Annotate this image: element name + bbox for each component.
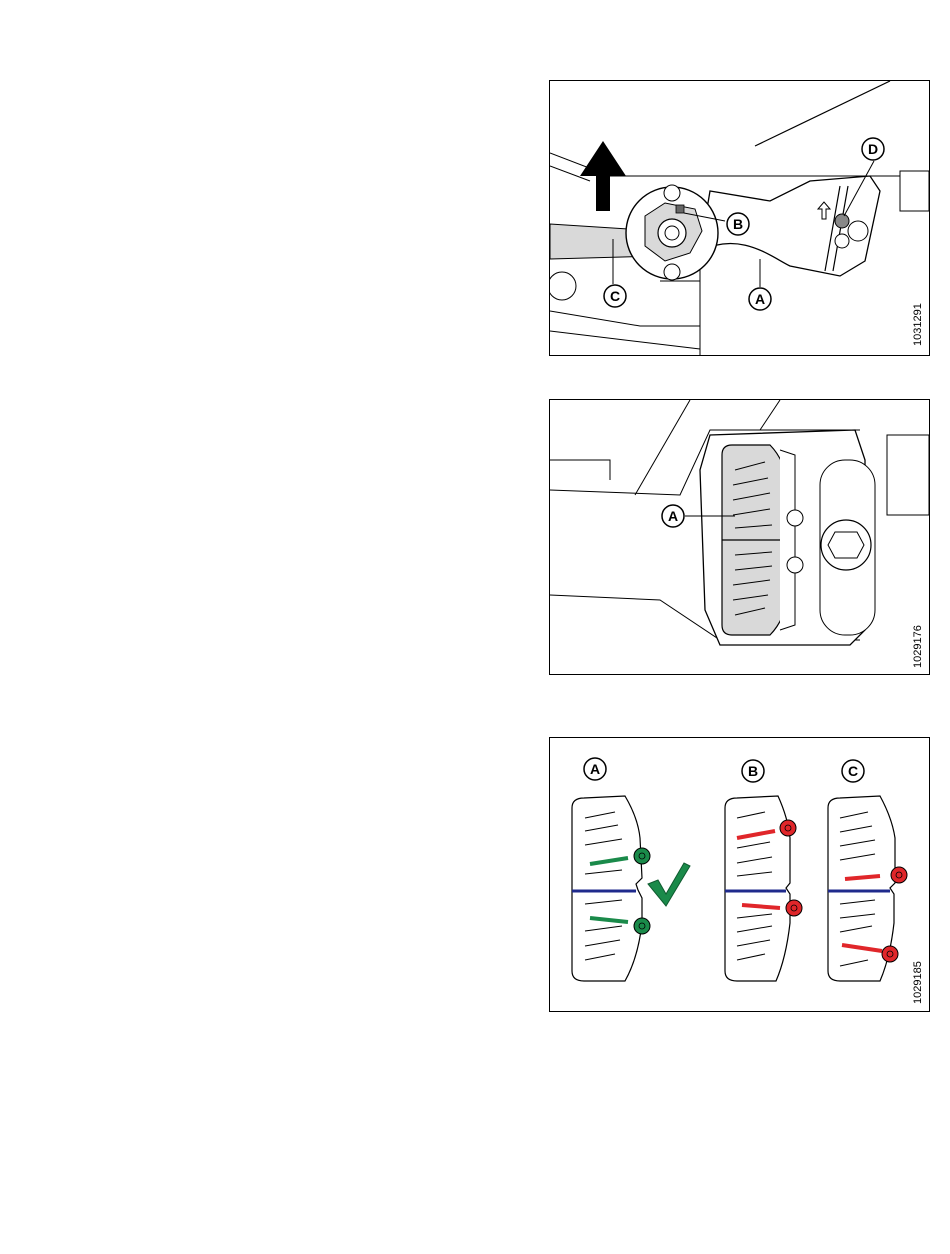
pad-c: C <box>828 760 907 981</box>
callout-b: B <box>742 760 764 782</box>
callout-c: C <box>842 760 864 782</box>
figure-1029176: A 1029176 <box>549 399 930 675</box>
svg-text:D: D <box>868 141 878 157</box>
lift-arrow-icon <box>580 141 626 211</box>
figure-id: 1031291 <box>912 303 924 346</box>
figure-1031291: B C A D 1031291 <box>549 80 930 356</box>
callout-b: B <box>727 213 749 235</box>
svg-text:A: A <box>590 761 600 777</box>
pad-a: A <box>572 758 690 981</box>
svg-text:C: C <box>610 288 620 304</box>
callout-a: A <box>584 758 606 780</box>
figure-id: 1029185 <box>912 961 924 1004</box>
figure-id: 1029176 <box>912 625 924 668</box>
figure-2-illustration: A <box>550 400 929 674</box>
figure-3-illustration: A B <box>550 738 929 1011</box>
svg-text:C: C <box>848 763 858 779</box>
svg-text:B: B <box>748 763 758 779</box>
svg-text:A: A <box>755 291 765 307</box>
figure-1029185: A B <box>549 737 930 1012</box>
svg-text:A: A <box>668 508 678 524</box>
callout-d: D <box>862 138 884 160</box>
callout-a: A <box>662 505 684 527</box>
svg-text:B: B <box>733 216 743 232</box>
figure-1-illustration: B C A D <box>550 81 929 355</box>
pad-b: B <box>725 760 802 981</box>
callout-c: C <box>604 285 626 307</box>
check-mark-icon <box>648 863 690 906</box>
callout-a: A <box>749 288 771 310</box>
